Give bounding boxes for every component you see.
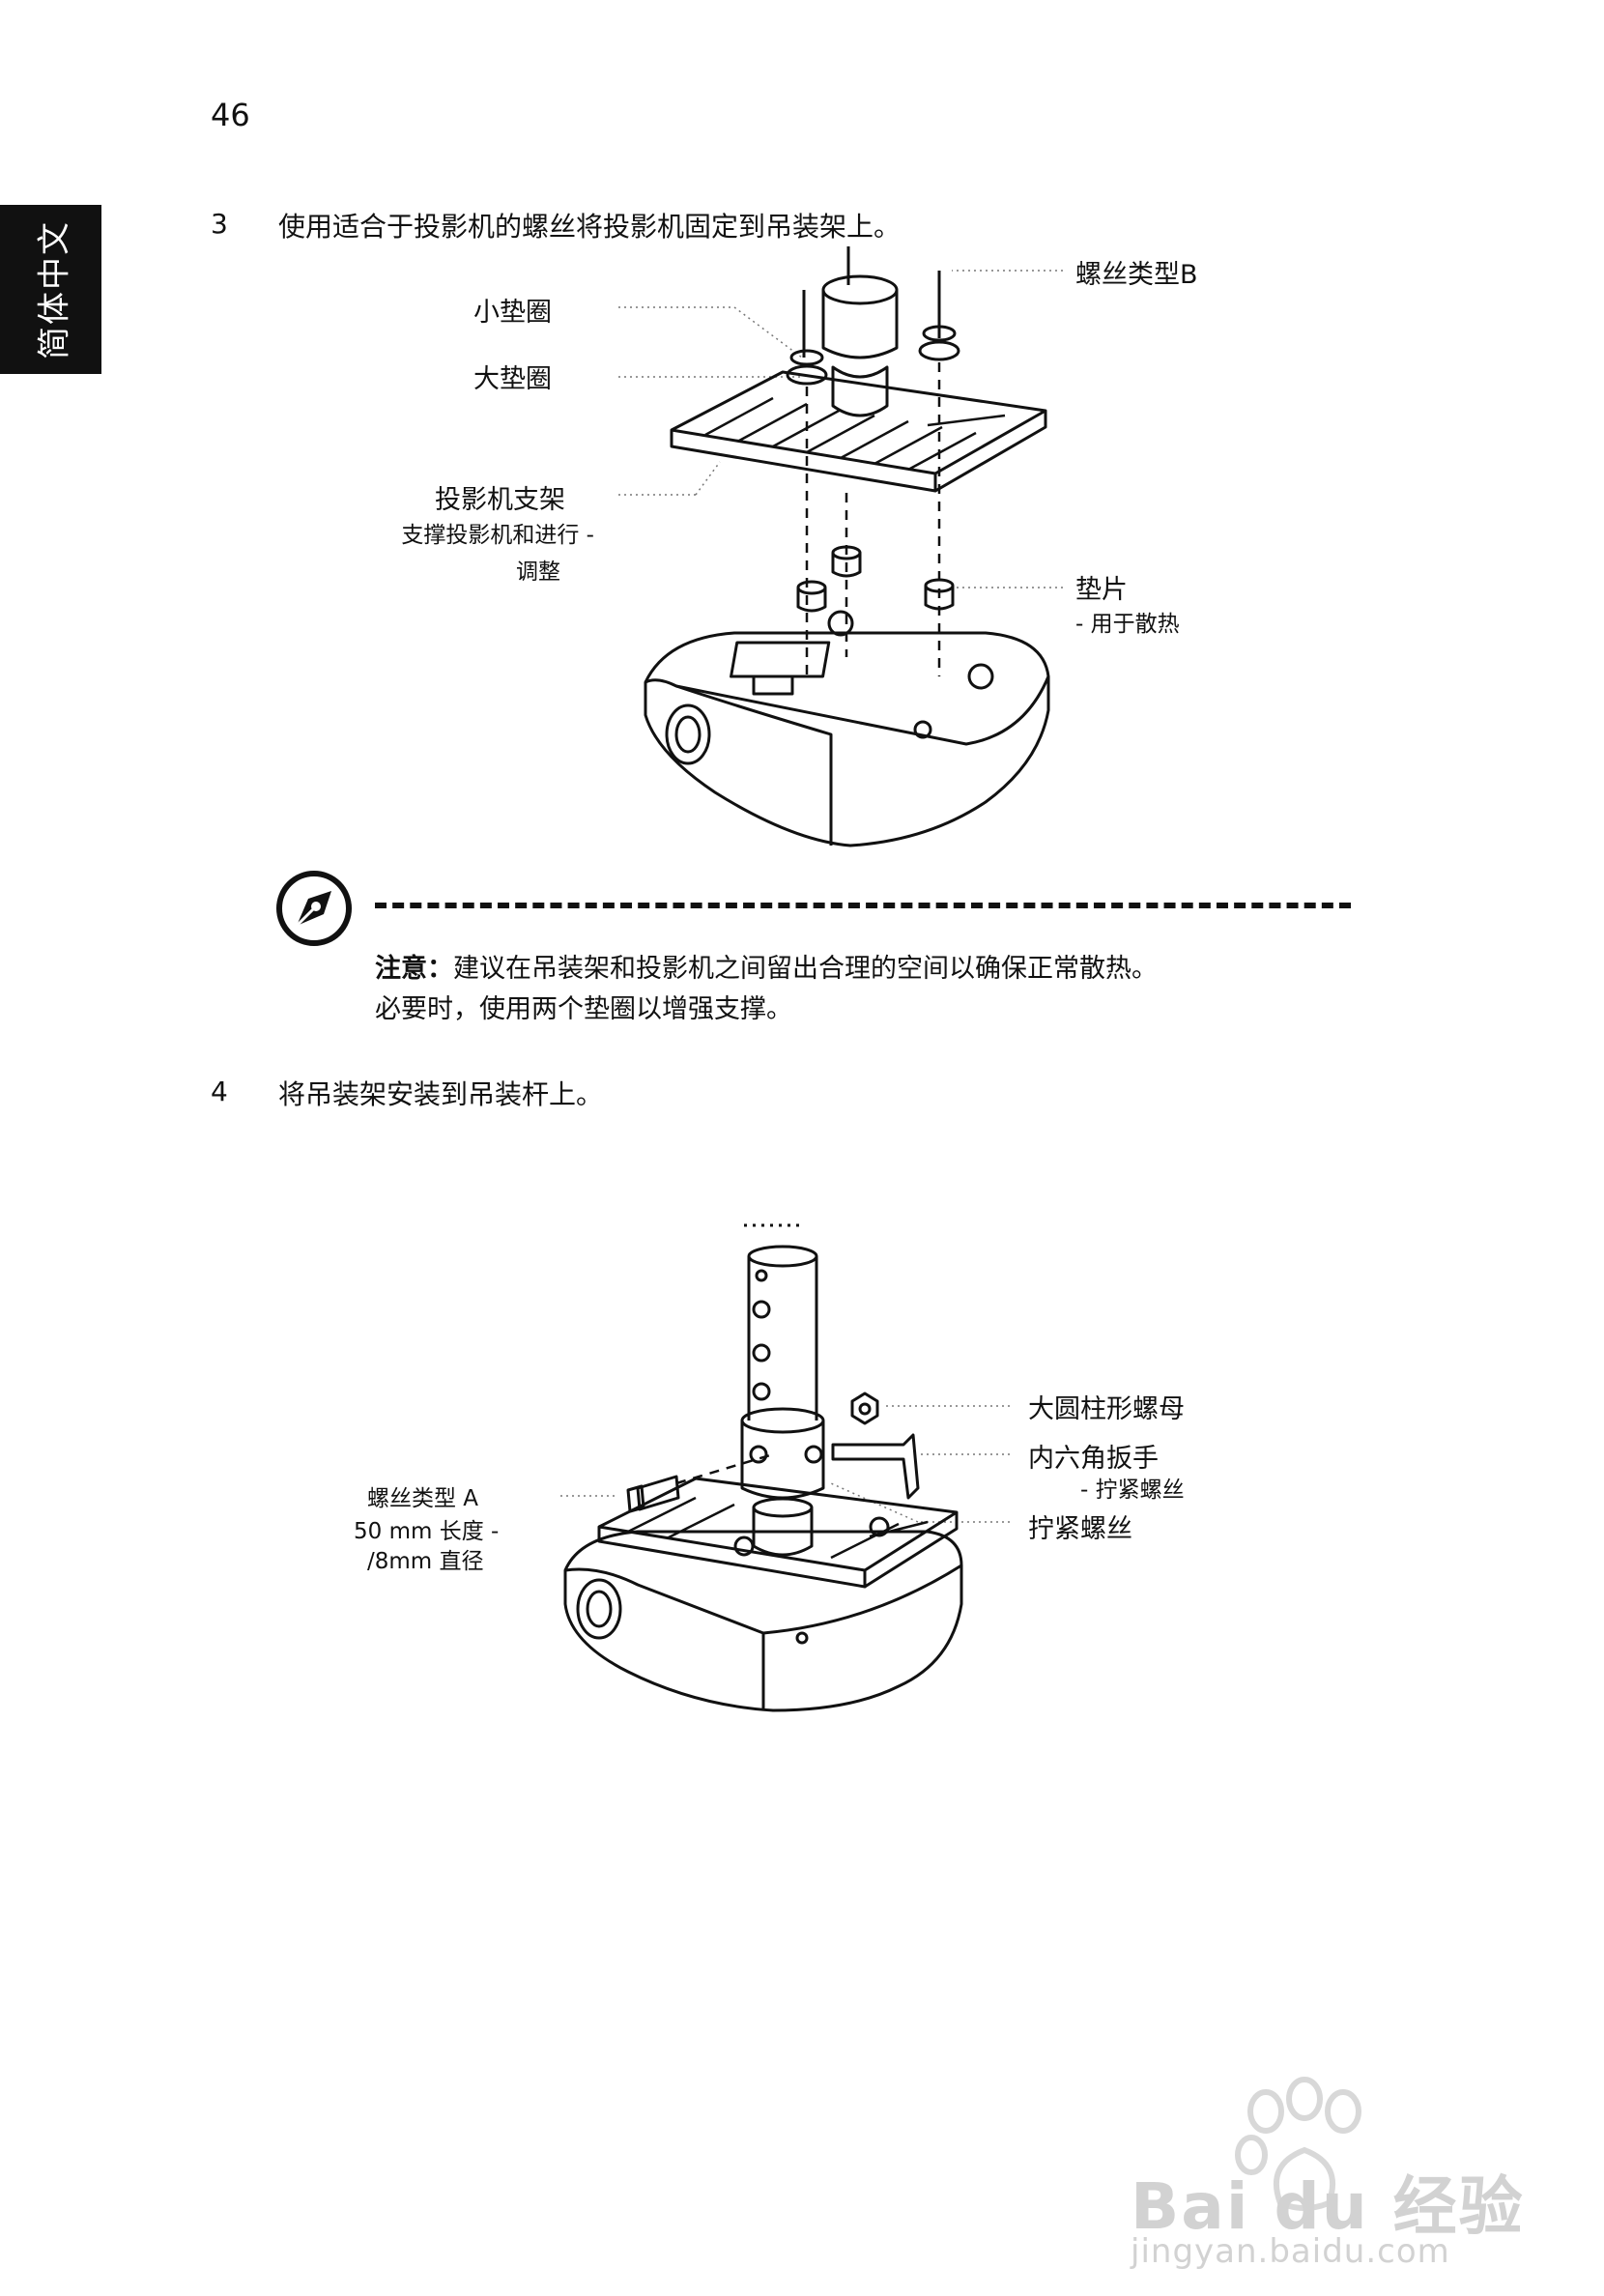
label-screw-type-b: 螺丝类型B bbox=[1075, 260, 1198, 290]
label-hex-wrench-desc: - 拧紧螺丝 bbox=[1080, 1478, 1185, 1503]
note-divider bbox=[375, 903, 1351, 908]
label-small-washer: 小垫圈 bbox=[473, 298, 552, 328]
label-screw-a-desc-2: /8mm 直径 bbox=[367, 1549, 484, 1574]
note-line-2: 必要时，使用两个垫圈以增强支撑。 bbox=[375, 994, 792, 1024]
label-spacer-desc: - 用于散热 bbox=[1075, 612, 1180, 637]
label-big-nut: 大圆柱形螺母 bbox=[1028, 1394, 1185, 1424]
note-text-1: 建议在吊装架和投影机之间留出合理的空间以确保正常散热。 bbox=[453, 954, 1158, 984]
label-bracket-desc-1: 支撑投影机和进行 - bbox=[401, 523, 594, 548]
label-bracket-desc-2: 调整 bbox=[516, 560, 560, 585]
label-hex-wrench: 内六角扳手 bbox=[1028, 1444, 1159, 1474]
label-spacer-title: 垫片 bbox=[1075, 575, 1128, 605]
language-side-tab: 简体中文 bbox=[0, 205, 101, 374]
watermark-logo: Bai du 经验 bbox=[1131, 2169, 1525, 2244]
step-4-number: 4 bbox=[211, 1076, 228, 1107]
step-3-text: 使用适合于投影机的螺丝将投影机固定到吊装架上。 bbox=[278, 211, 902, 243]
label-large-washer: 大垫圈 bbox=[473, 364, 552, 394]
page-number: 46 bbox=[211, 97, 250, 133]
paw-print-icon bbox=[1235, 2077, 1361, 2211]
label-bracket-title: 投影机支架 bbox=[435, 485, 565, 515]
note-line-1: 注意：建议在吊装架和投影机之间留出合理的空间以确保正常散热。 bbox=[375, 947, 1158, 985]
step-3-number: 3 bbox=[211, 208, 228, 240]
label-tighten-screw: 拧紧螺丝 bbox=[1028, 1514, 1132, 1544]
note-bold-label: 注意： bbox=[375, 954, 453, 984]
step-4-text: 将吊装架安装到吊装杆上。 bbox=[278, 1078, 604, 1110]
watermark-url: jingyan.baidu.com bbox=[1131, 2232, 1450, 2271]
pen-nib-icon bbox=[276, 871, 352, 946]
label-screw-type-a: 螺丝类型 A bbox=[367, 1486, 479, 1511]
label-screw-a-desc-1: 50 mm 长度 - bbox=[354, 1519, 500, 1544]
